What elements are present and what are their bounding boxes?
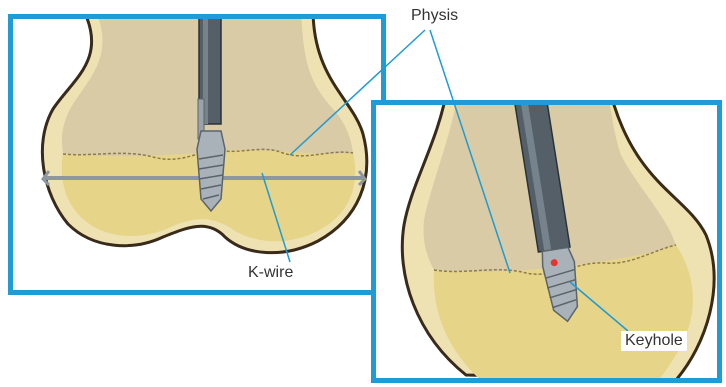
label-physis: Physis (407, 6, 462, 26)
screw (197, 131, 225, 211)
femur-illustration-left (13, 19, 381, 290)
label-k-wire: K-wire (244, 263, 297, 283)
panel-distal-femur-kwire (8, 14, 386, 295)
label-keyhole: Keyhole (621, 331, 687, 351)
